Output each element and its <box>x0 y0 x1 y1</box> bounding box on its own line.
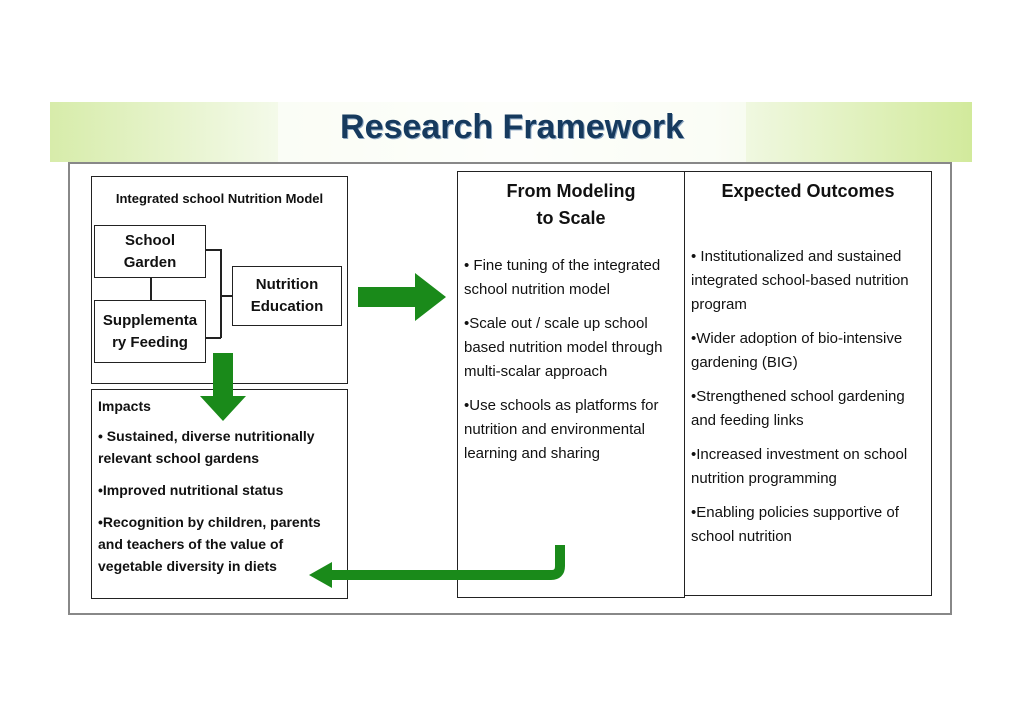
scale-box: From Modeling to Scale • Fine tuning of … <box>457 171 685 598</box>
slide-title: Research Framework <box>340 108 684 146</box>
return-arrow-icon <box>330 545 565 580</box>
supplementary-feeding-box: Supplementa ry Feeding <box>94 300 206 363</box>
school-garden-box: School Garden <box>94 225 206 278</box>
impact-item: • Sustained, diverse nutritionally relev… <box>98 428 315 466</box>
outcome-item: •Enabling policies supportive of school … <box>691 504 899 545</box>
connector <box>205 337 221 339</box>
outcomes-heading: Expected Outcomes <box>721 181 895 201</box>
outcome-item: •Wider adoption of bio-intensive gardeni… <box>691 330 903 371</box>
impact-item: •Improved nutritional status <box>98 482 284 498</box>
impacts-box: Impacts • Sustained, diverse nutritional… <box>91 389 348 599</box>
connector <box>205 249 221 251</box>
outcome-item: • Institutionalized and sustained integr… <box>691 248 909 313</box>
connector <box>220 249 222 338</box>
impacts-heading: Impacts <box>98 398 151 414</box>
down-arrow-icon <box>200 353 246 421</box>
impact-item: •Recognition by children, parents and te… <box>98 514 321 574</box>
outcomes-box: Expected Outcomes • Institutionalized an… <box>684 171 932 596</box>
connector <box>220 295 233 297</box>
right-arrow-icon <box>358 273 446 321</box>
title-banner-highlight <box>278 102 746 162</box>
nutrition-education-box: Nutrition Education <box>232 266 342 326</box>
scale-item: • Fine tuning of the integrated school n… <box>464 257 661 298</box>
outcome-item: •Increased investment on school nutritio… <box>691 446 908 487</box>
model-heading: Integrated school Nutrition Model <box>115 191 324 206</box>
scale-item: •Use schools as platforms for nutrition … <box>464 397 659 462</box>
scale-item: •Scale out / scale up school based nutri… <box>464 315 663 380</box>
scale-heading: From Modeling to Scale <box>506 181 636 228</box>
connector <box>150 277 152 301</box>
return-arrowhead-icon <box>309 562 332 588</box>
outcome-item: •Strengthened school gardening and feedi… <box>691 388 905 429</box>
